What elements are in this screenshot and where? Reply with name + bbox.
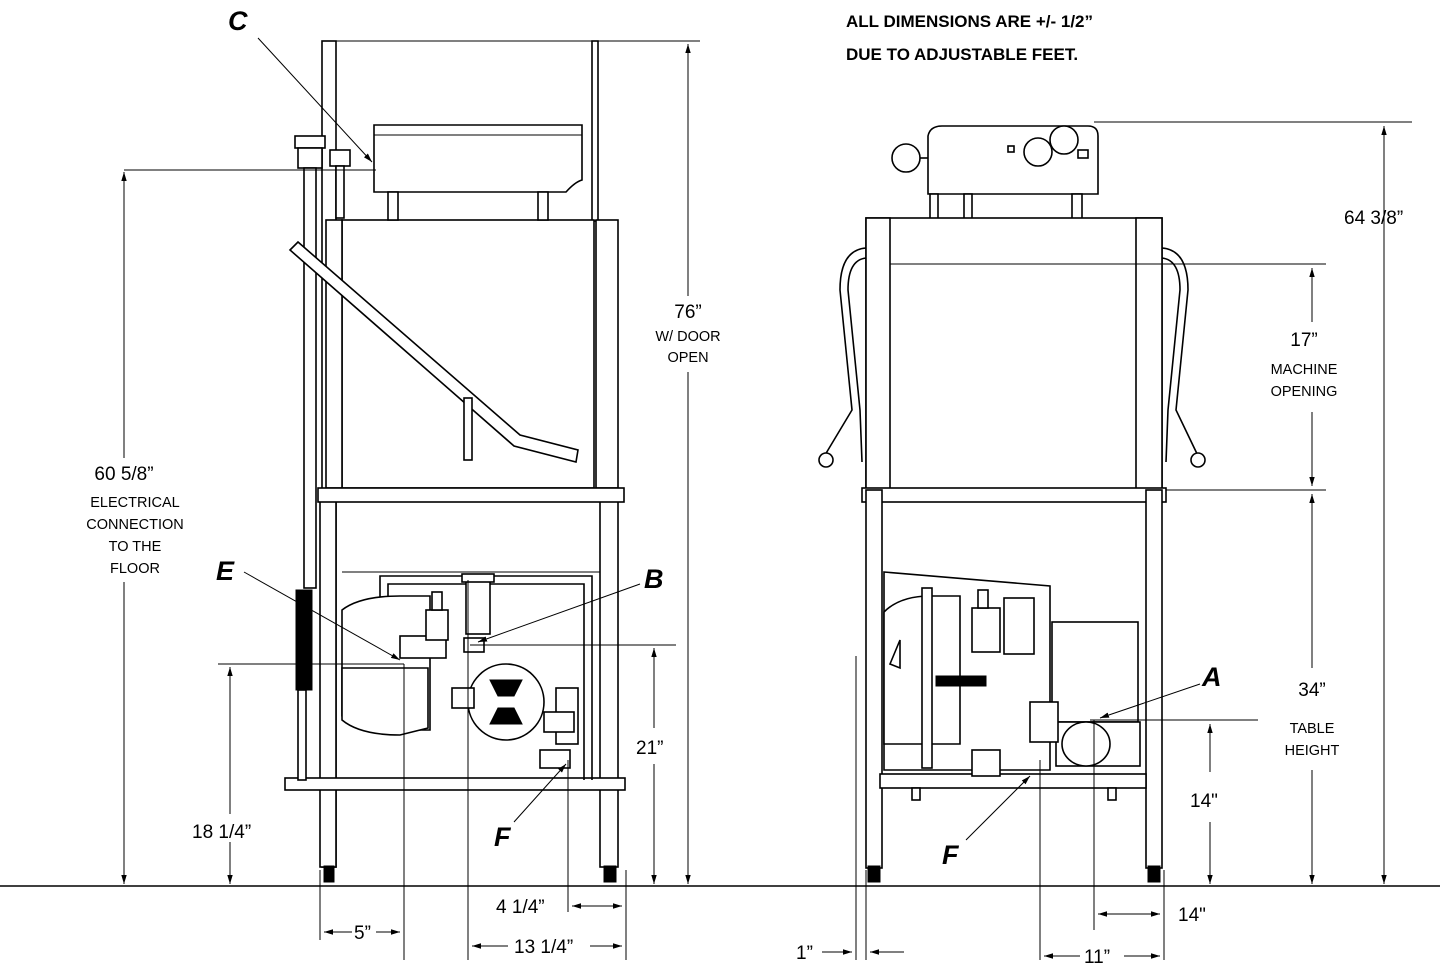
dim-60-sub4: FLOOR	[110, 561, 160, 577]
dim-14-h: 14"	[1178, 905, 1206, 926]
dim-60-sub2: CONNECTION	[86, 517, 183, 533]
dim-76-sub1: W/ DOOR	[655, 329, 720, 345]
dim-17-sub2: OPENING	[1271, 384, 1338, 400]
dim-76-sub2: OPEN	[667, 350, 708, 366]
dim-5: 5”	[354, 923, 371, 944]
note-line-1: ALL DIMENSIONS ARE +/- 1/2”	[846, 12, 1093, 31]
dim-21: 21”	[636, 738, 663, 759]
dim-64: 64 3/8”	[1344, 208, 1403, 229]
dim-34: 34”	[1298, 680, 1325, 701]
callout-a: A	[1201, 662, 1222, 692]
dim-34-sub2: HEIGHT	[1285, 743, 1340, 759]
callout-f-left: F	[494, 822, 512, 852]
callout-e: E	[216, 556, 235, 586]
callout-f-right: F	[942, 840, 960, 870]
dim-13: 13 1/4”	[514, 937, 573, 958]
dim-1: 1”	[796, 943, 813, 964]
callout-b: B	[644, 564, 664, 594]
dim-60-sub1: ELECTRICAL	[90, 495, 179, 511]
dim-17: 17”	[1290, 330, 1317, 351]
dim-60-sub3: TO THE	[109, 539, 162, 555]
dim-4: 4 1/4”	[496, 897, 545, 918]
dim-34-sub1: TABLE	[1290, 721, 1335, 737]
dim-14-v: 14"	[1190, 791, 1218, 812]
side-view: 76” W/ DOOR OPEN 60 5/8” ELECTRICAL CONN…	[86, 6, 721, 960]
callout-c: C	[228, 6, 248, 36]
dim-60: 60 5/8”	[94, 464, 153, 485]
note-line-2: DUE TO ADJUSTABLE FEET.	[846, 45, 1078, 64]
dim-18: 18 1/4”	[192, 822, 251, 843]
dim-76: 76”	[674, 302, 701, 323]
front-view: 64 3/8” 17” MACHINE OPENING 34” TABLE HE…	[796, 121, 1412, 964]
dim-17-sub1: MACHINE	[1271, 362, 1338, 378]
dim-11: 11”	[1084, 947, 1110, 964]
